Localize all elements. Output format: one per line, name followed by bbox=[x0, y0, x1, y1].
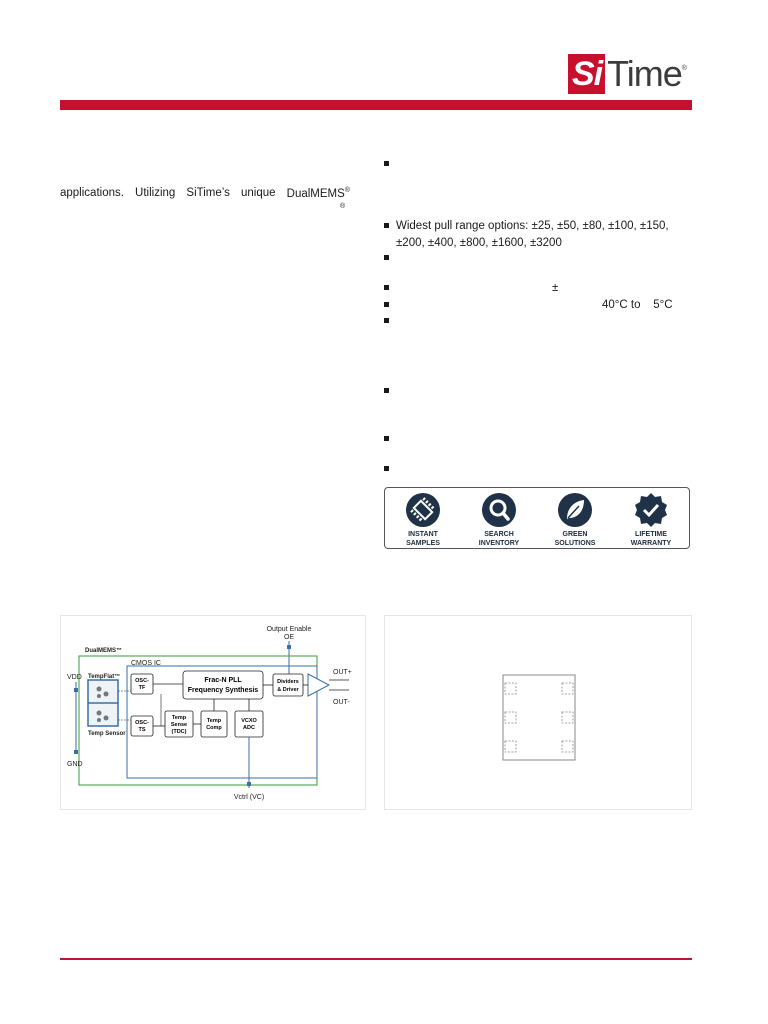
bullet-marker bbox=[384, 285, 389, 290]
bullet-marker bbox=[384, 255, 389, 260]
svg-text:VCXO: VCXO bbox=[241, 718, 257, 724]
svg-text:(TDC): (TDC) bbox=[172, 729, 187, 735]
bullet-marker bbox=[384, 318, 389, 323]
magnifier-icon bbox=[482, 493, 516, 527]
registered-mark: ® bbox=[340, 203, 346, 210]
svg-text:ADC: ADC bbox=[243, 725, 255, 731]
header-bar bbox=[60, 100, 692, 110]
vdd-label: VDD bbox=[67, 674, 82, 681]
bullet-marker bbox=[384, 302, 389, 307]
feature-bullet bbox=[384, 156, 694, 173]
vctrl-label: Vctrl (VC) bbox=[234, 794, 264, 801]
feature-bullet: ± bbox=[384, 280, 694, 297]
block-diagram-panel: Output Enable OE DualMEMS™ CMOS IC TempF… bbox=[60, 615, 366, 810]
word: SiTime’s bbox=[186, 187, 230, 199]
leaf-icon bbox=[558, 493, 592, 527]
sitime-logo: Si Time ® bbox=[568, 52, 687, 94]
cmos-ic-label: CMOS IC bbox=[131, 660, 161, 667]
word: applications. bbox=[60, 187, 124, 199]
svg-text:TF: TF bbox=[139, 685, 146, 691]
svg-text:OSC-: OSC- bbox=[135, 720, 149, 726]
bullet-marker bbox=[384, 466, 389, 471]
chip-icon bbox=[406, 493, 440, 527]
svg-text:& Driver: & Driver bbox=[277, 687, 299, 693]
bullet-marker bbox=[384, 161, 389, 166]
word: Utilizing bbox=[135, 187, 176, 199]
intro-paragraph-line: applications. Utilizing SiTime’s unique … bbox=[60, 187, 350, 200]
logo-time: Time bbox=[607, 53, 683, 94]
feature-bullet bbox=[384, 313, 694, 330]
svg-text:Frequency Synthesis: Frequency Synthesis bbox=[188, 687, 259, 694]
word: unique bbox=[240, 187, 276, 199]
svg-text:Temp: Temp bbox=[172, 715, 187, 721]
package-pinout-drawing bbox=[502, 674, 576, 761]
oe-label: OE bbox=[284, 634, 294, 641]
feature-bullet bbox=[384, 250, 694, 267]
svg-text:TS: TS bbox=[138, 727, 145, 733]
svg-text:Sense: Sense bbox=[171, 722, 187, 728]
footer-line bbox=[60, 958, 692, 960]
bullet-marker bbox=[384, 223, 389, 228]
logo-registered-mark: ® bbox=[681, 64, 687, 72]
feature-bullet bbox=[384, 383, 694, 400]
output-enable-label: Output Enable bbox=[267, 626, 312, 633]
feature-bullet-pull-range: Widest pull range options: ±25, ±50, ±80… bbox=[384, 218, 694, 252]
bullet-marker bbox=[384, 388, 389, 393]
svg-text:Frac-N PLL: Frac-N PLL bbox=[204, 677, 242, 684]
logo-si: Si bbox=[568, 54, 606, 94]
block-diagram: Output Enable OE DualMEMS™ CMOS IC TempF… bbox=[67, 626, 352, 801]
svg-text:OSC-: OSC- bbox=[135, 678, 149, 684]
feature-bullet-temp-range: 40°C to 5°C bbox=[384, 297, 694, 314]
out-minus-label: OUT- bbox=[333, 699, 350, 706]
out-plus-label: OUT+ bbox=[333, 669, 352, 676]
package-outline-panel bbox=[384, 615, 692, 810]
tempflat-label: TempFlat™ bbox=[88, 673, 120, 680]
word: DualMEMS® bbox=[286, 187, 350, 200]
feature-bullet bbox=[384, 431, 694, 448]
dualmems-label: DualMEMS™ bbox=[85, 647, 122, 654]
bullet-marker bbox=[384, 436, 389, 441]
svg-text:Dividers: Dividers bbox=[277, 679, 299, 685]
feature-bullet bbox=[384, 461, 694, 478]
gnd-label: GND bbox=[67, 761, 83, 768]
checkmark-badge-icon bbox=[635, 493, 667, 527]
svg-text:Temp: Temp bbox=[207, 718, 222, 724]
temp-sensor-label: Temp Sensor bbox=[88, 731, 126, 737]
svg-text:Comp: Comp bbox=[206, 725, 222, 731]
